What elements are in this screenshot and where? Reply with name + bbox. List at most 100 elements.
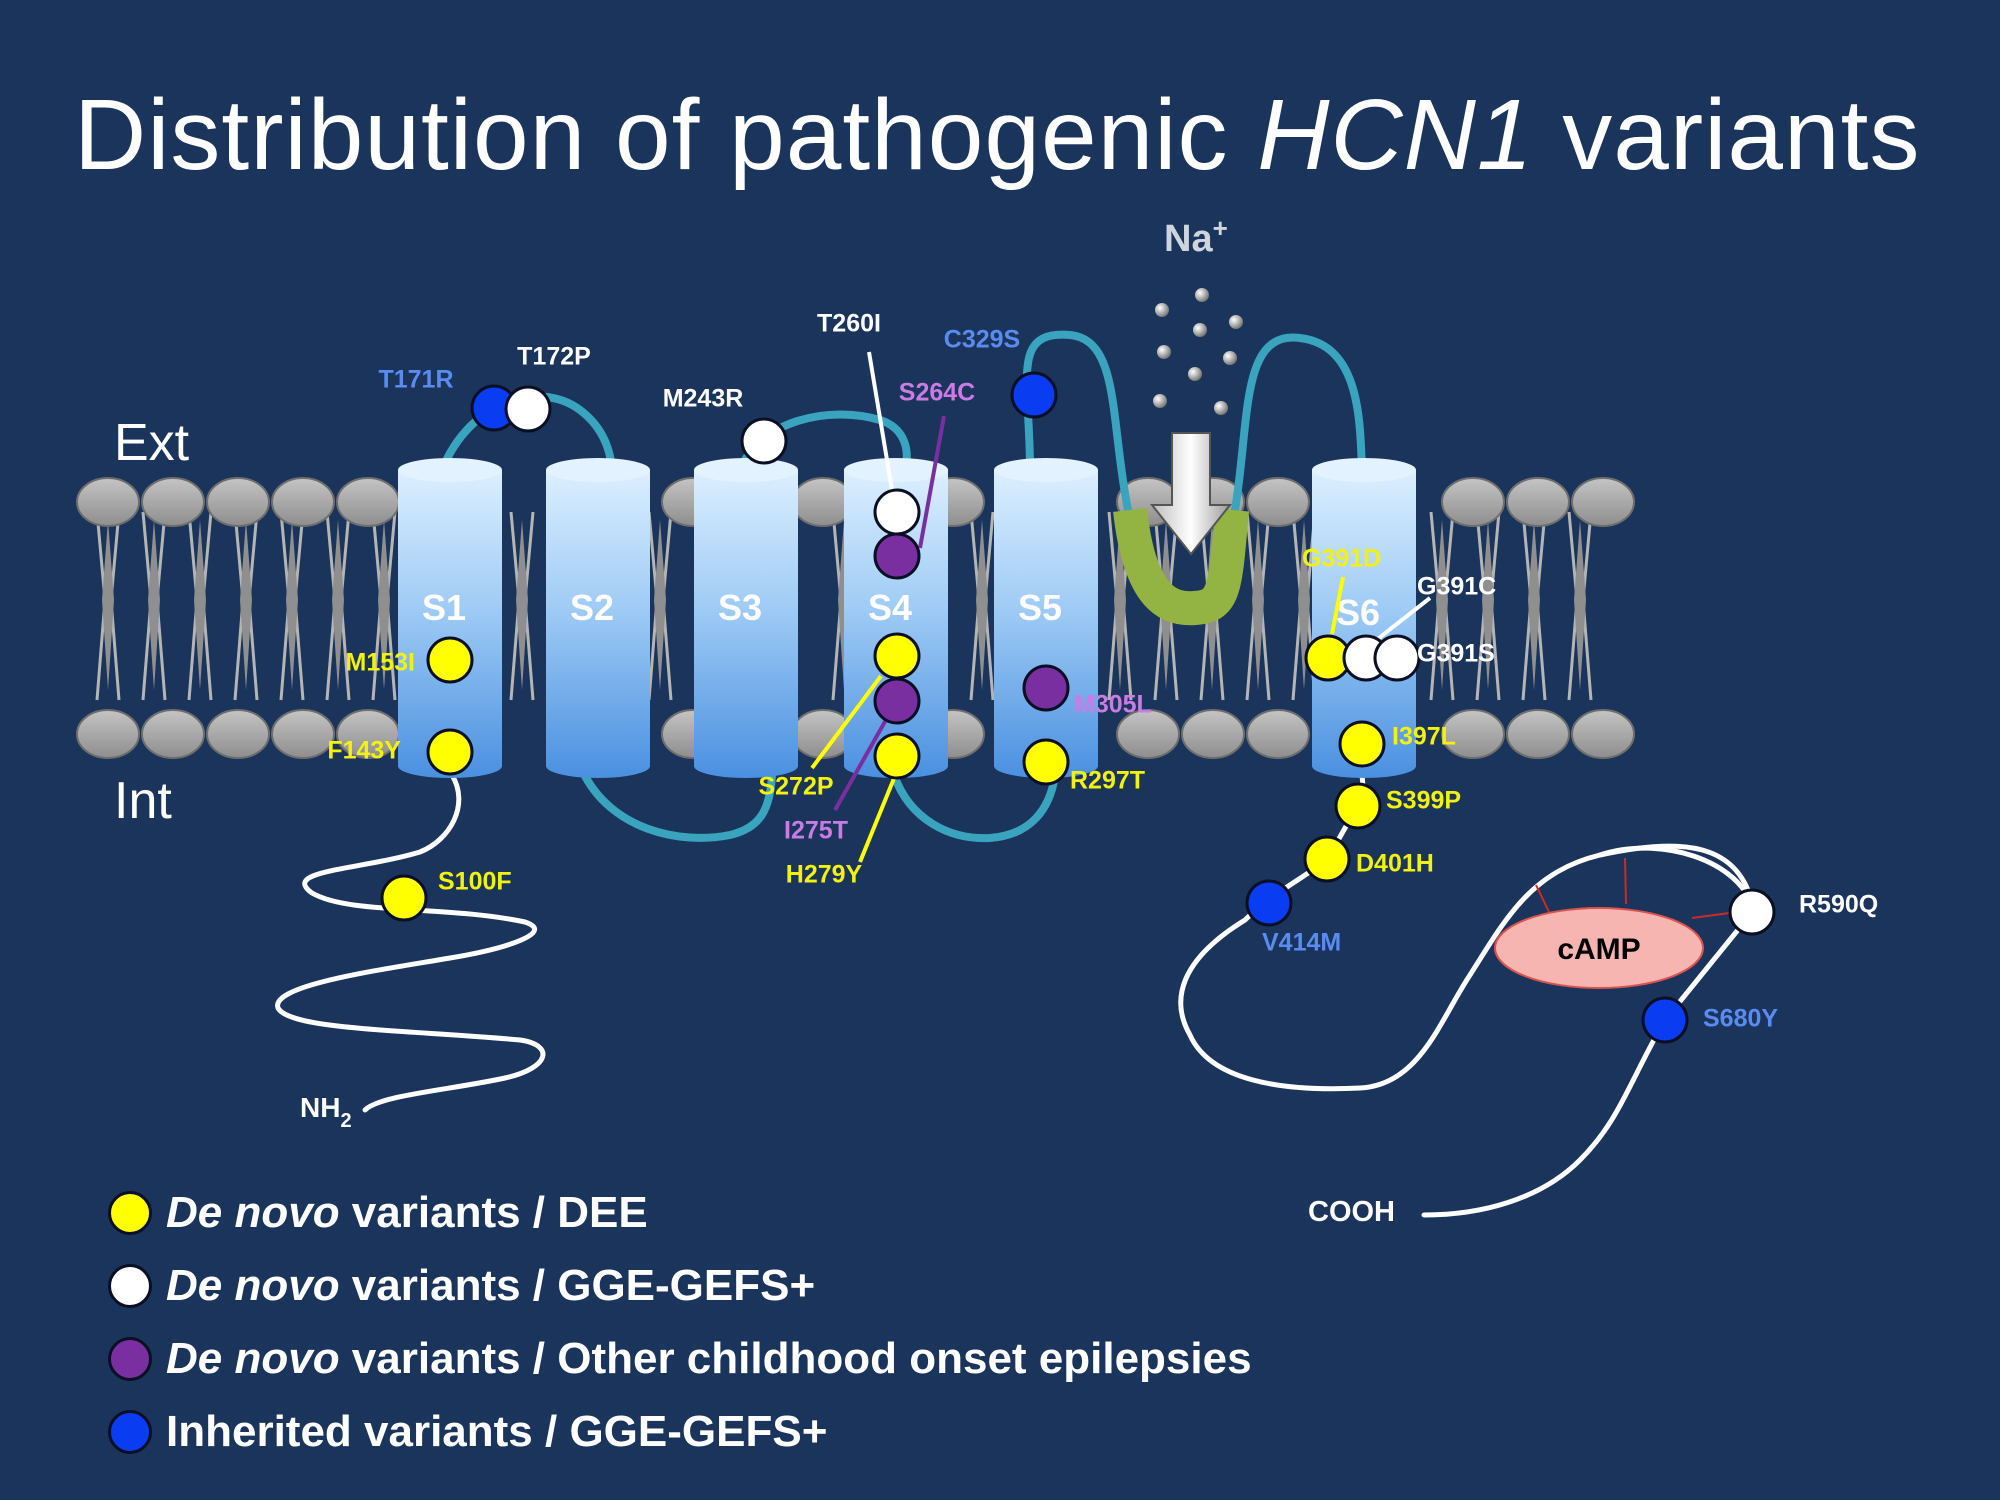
legend-dot-gge xyxy=(108,1263,152,1308)
legend-text: De novo variants / DEE xyxy=(166,1188,648,1238)
variant-dot-s264c xyxy=(873,532,921,580)
loop-s4-s5 xyxy=(890,771,1059,843)
lipid-head xyxy=(141,477,205,527)
variant-label-s272p: S272P xyxy=(758,773,833,801)
leader-s272p xyxy=(810,674,883,770)
segment-label-s6: S6 xyxy=(1336,592,1380,633)
variant-label-g391d: G391D xyxy=(1302,545,1381,573)
nh2-terminus-label: NH2 xyxy=(300,1092,352,1132)
variant-dot-f143y xyxy=(426,728,474,776)
variant-label-t171r: T171R xyxy=(378,366,453,394)
legend-item-other: De novo variants / Other childhood onset… xyxy=(108,1322,1252,1395)
sodium-label: Na+ xyxy=(1164,213,1228,260)
variant-label-t260i: T260I xyxy=(817,310,881,338)
camp-binding-domain xyxy=(1494,907,1704,989)
pore-region xyxy=(1113,288,1249,626)
variant-dot-i275t xyxy=(873,677,921,725)
lipid-head xyxy=(206,477,270,527)
c-terminus-tail xyxy=(1178,767,1757,1218)
legend-item-gge: De novo variants / GGE-GEFS+ xyxy=(108,1249,1252,1322)
lipid-head xyxy=(336,477,400,527)
segment-label-s2: S2 xyxy=(570,587,614,628)
leader-g391c xyxy=(1368,596,1432,647)
lipid-head xyxy=(271,709,335,759)
legend-label: variants / Other childhood onset epileps… xyxy=(339,1333,1252,1383)
variant-label-g391s: G391S xyxy=(1417,640,1495,668)
int-label: Int xyxy=(114,772,172,830)
legend-dot-inherited xyxy=(108,1409,152,1454)
slide-title: Distribution of pathogenic HCN1 variants xyxy=(74,78,1920,193)
segment-label-s3: S3 xyxy=(718,587,762,628)
variant-dot-s272p xyxy=(873,632,921,680)
protein-loops xyxy=(275,330,1757,1218)
legend-label: variants / DEE xyxy=(339,1187,648,1237)
sodium-ion xyxy=(1214,401,1228,415)
lipid-head xyxy=(206,709,270,759)
segment-label-s4: S4 xyxy=(868,587,912,628)
lipid-head xyxy=(1506,709,1570,759)
segment-label-s1: S1 xyxy=(422,587,466,628)
legend-text: De novo variants / GGE-GEFS+ xyxy=(166,1261,815,1311)
legend-italic: De novo xyxy=(166,1260,340,1310)
loop-s2-s3 xyxy=(578,766,776,842)
sodium-ion xyxy=(1155,303,1169,317)
variant-label-g391c: G391C xyxy=(1417,573,1496,601)
transmembrane-helices: S1 S2 S3 S4 S5 S6 xyxy=(398,458,1416,778)
variant-dot-h279y xyxy=(873,732,921,780)
lipid-head xyxy=(141,709,205,759)
camp-contact-line xyxy=(1624,857,1627,905)
lipid-head xyxy=(76,477,140,527)
variant-label-s100f: S100F xyxy=(438,868,512,896)
variant-dot-r297t xyxy=(1022,738,1070,786)
segment-label-s5: S5 xyxy=(1018,587,1062,628)
lipid-head xyxy=(1246,709,1310,759)
helix-cap xyxy=(546,458,650,482)
lipid-head xyxy=(1506,477,1570,527)
variant-dot-s680y xyxy=(1641,996,1689,1044)
legend-text: De novo variants / Other childhood onset… xyxy=(166,1334,1252,1384)
legend-dot-dee xyxy=(108,1190,152,1235)
helix-s6 xyxy=(1312,470,1416,778)
lipid-head xyxy=(271,477,335,527)
selectivity-filter xyxy=(1113,507,1249,626)
title-suffix: variants xyxy=(1533,79,1921,191)
variant-markers xyxy=(380,371,1776,1044)
sodium-ion xyxy=(1153,394,1167,408)
lipid-head xyxy=(1116,709,1180,759)
helix-cap xyxy=(994,458,1098,482)
variant-dot-d401h xyxy=(1303,835,1351,883)
lipid-head xyxy=(1441,709,1505,759)
legend-italic: De novo xyxy=(166,1187,340,1237)
ext-label: Ext xyxy=(114,414,190,472)
legend-item-dee: De novo variants / DEE xyxy=(108,1176,1252,1249)
cooh-terminus-label: COOH xyxy=(1308,1196,1395,1228)
legend-italic: De novo xyxy=(166,1333,340,1383)
helix-s1 xyxy=(398,470,502,778)
variant-label-h279y: H279Y xyxy=(786,861,863,889)
leader-i275t xyxy=(833,717,889,811)
sodium-ion xyxy=(1223,351,1237,365)
ion-flow-arrow xyxy=(1149,432,1233,556)
variant-dot-r590q xyxy=(1728,888,1776,936)
variant-dot-t260i xyxy=(873,488,921,536)
variant-label-i275t: I275T xyxy=(784,817,848,845)
c-terminus-to-camp xyxy=(1599,845,1757,911)
sodium-ion xyxy=(1157,345,1171,359)
lipid-head xyxy=(1181,709,1245,759)
title-gene: HCN1 xyxy=(1257,79,1534,191)
variant-dot-s100f xyxy=(380,874,428,922)
sodium-ion xyxy=(1188,367,1202,381)
legend-dot-other xyxy=(108,1336,152,1381)
helix-cap xyxy=(1312,458,1416,482)
legend-label: Inherited variants / GGE-GEFS+ xyxy=(166,1406,828,1456)
leader-g391d xyxy=(1330,576,1345,635)
variant-dot-m153i xyxy=(426,636,474,684)
title-main: Distribution of pathogenic xyxy=(74,79,1258,191)
variant-label-m153i: M153I xyxy=(346,649,415,677)
variant-dot-c329s xyxy=(1010,371,1058,419)
variant-label-v414m: V414M xyxy=(1262,929,1341,957)
variant-label-s264c: S264C xyxy=(899,379,975,407)
lipid-head xyxy=(76,709,140,759)
